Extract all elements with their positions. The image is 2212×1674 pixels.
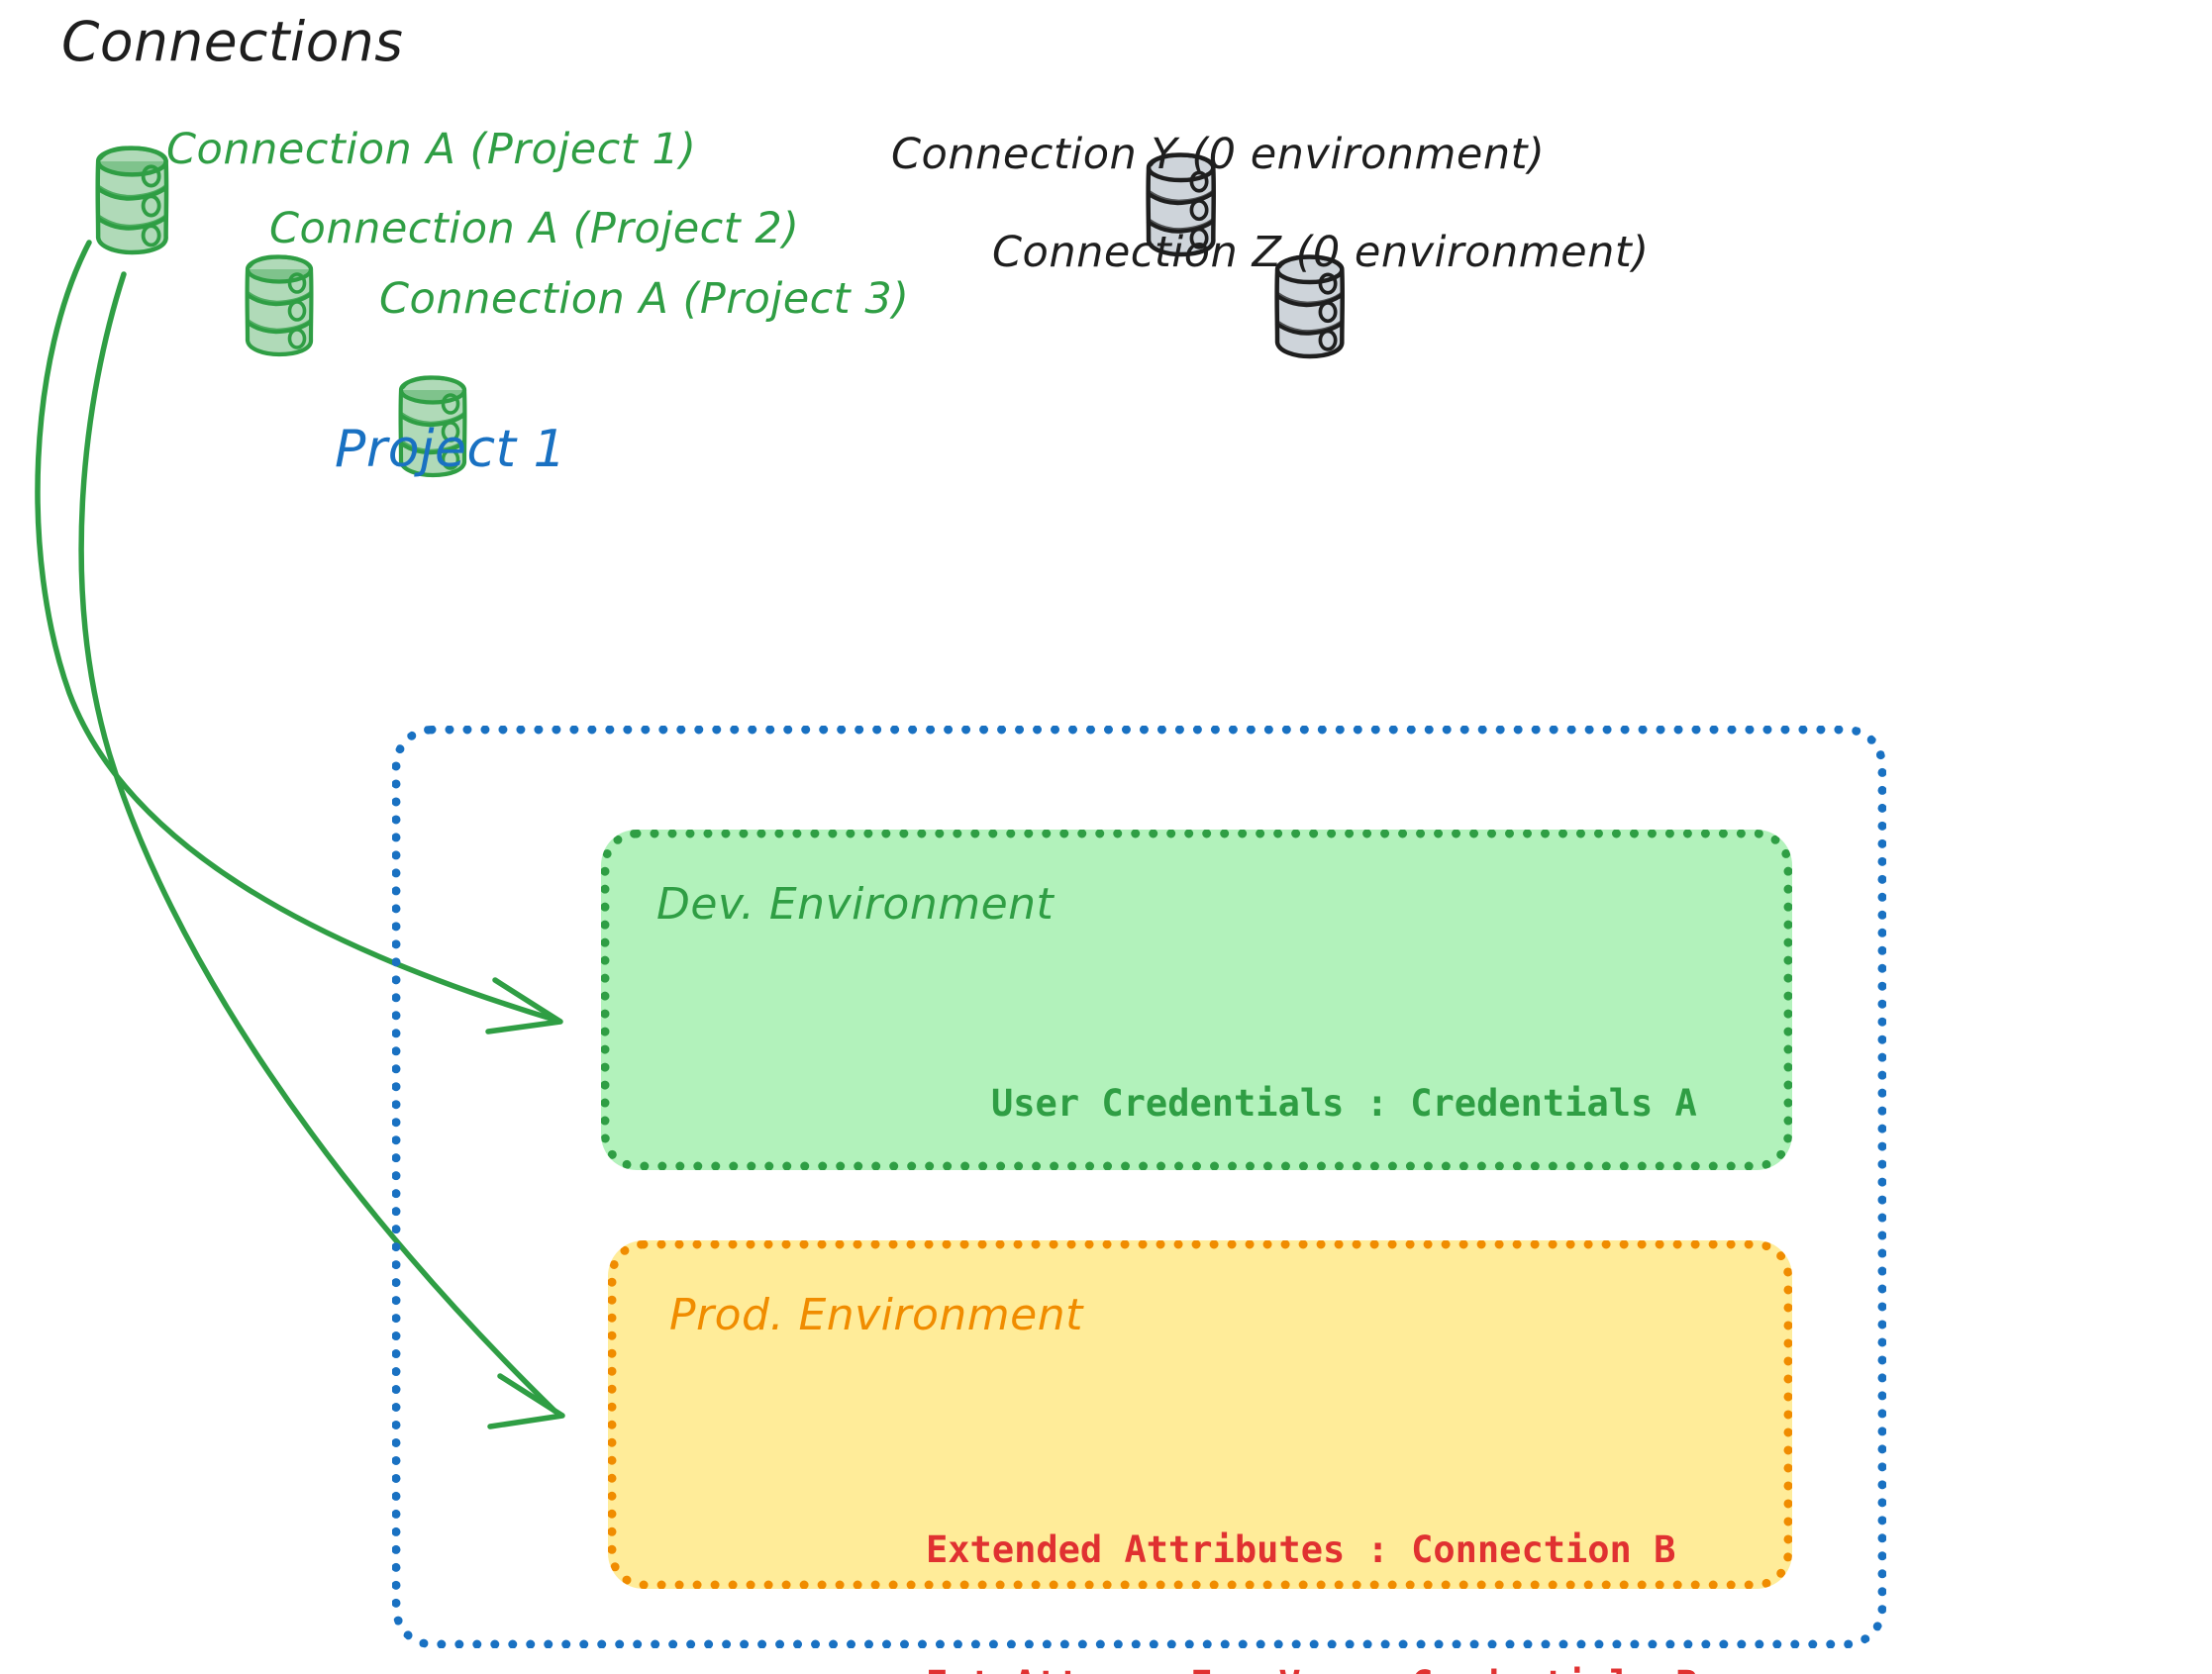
environment-entries-prod: Extended Attributes : Connection B Ext.A… bbox=[926, 1440, 1698, 1674]
page-title: Connections bbox=[61, 10, 404, 73]
arrow-connection-a-to-dev bbox=[35, 240, 563, 1034]
project-label: Project 1 bbox=[335, 420, 567, 479]
project-container bbox=[392, 726, 1886, 1648]
connection-label-y: Connection Y (0 environment) bbox=[891, 130, 1546, 179]
database-icon-connection-z bbox=[1274, 254, 1346, 359]
environment-entry-prod-extended-attributes: Extended Attributes : Connection B bbox=[926, 1528, 1676, 1572]
connection-label-a-project-3: Connection A (Project 3) bbox=[379, 274, 910, 324]
database-icon-connection-a-project-2 bbox=[248, 256, 312, 354]
connection-label-a-project-1: Connection A (Project 1) bbox=[166, 125, 697, 174]
connection-label-z: Connection Z (0 environment) bbox=[992, 228, 1650, 277]
connection-label-a-project-2: Connection A (Project 2) bbox=[269, 204, 800, 253]
database-icon-connection-a-project-1 bbox=[98, 148, 166, 252]
environment-title-prod: Prod. Environment bbox=[669, 1290, 1083, 1340]
environment-entry-prod-ext-attr-env-var: Ext.Attr. + Env.Var : Credentials B bbox=[926, 1661, 1698, 1674]
database-icon-connection-y bbox=[1146, 152, 1217, 257]
arrow-connection-a-to-prod bbox=[78, 271, 565, 1429]
environment-entry-dev-user-credentials: User Credentials : Credentials A bbox=[991, 1082, 1697, 1125]
environment-box-dev bbox=[601, 830, 1792, 1170]
environment-box-prod bbox=[608, 1240, 1792, 1589]
environment-title-dev: Dev. Environment bbox=[656, 879, 1055, 930]
